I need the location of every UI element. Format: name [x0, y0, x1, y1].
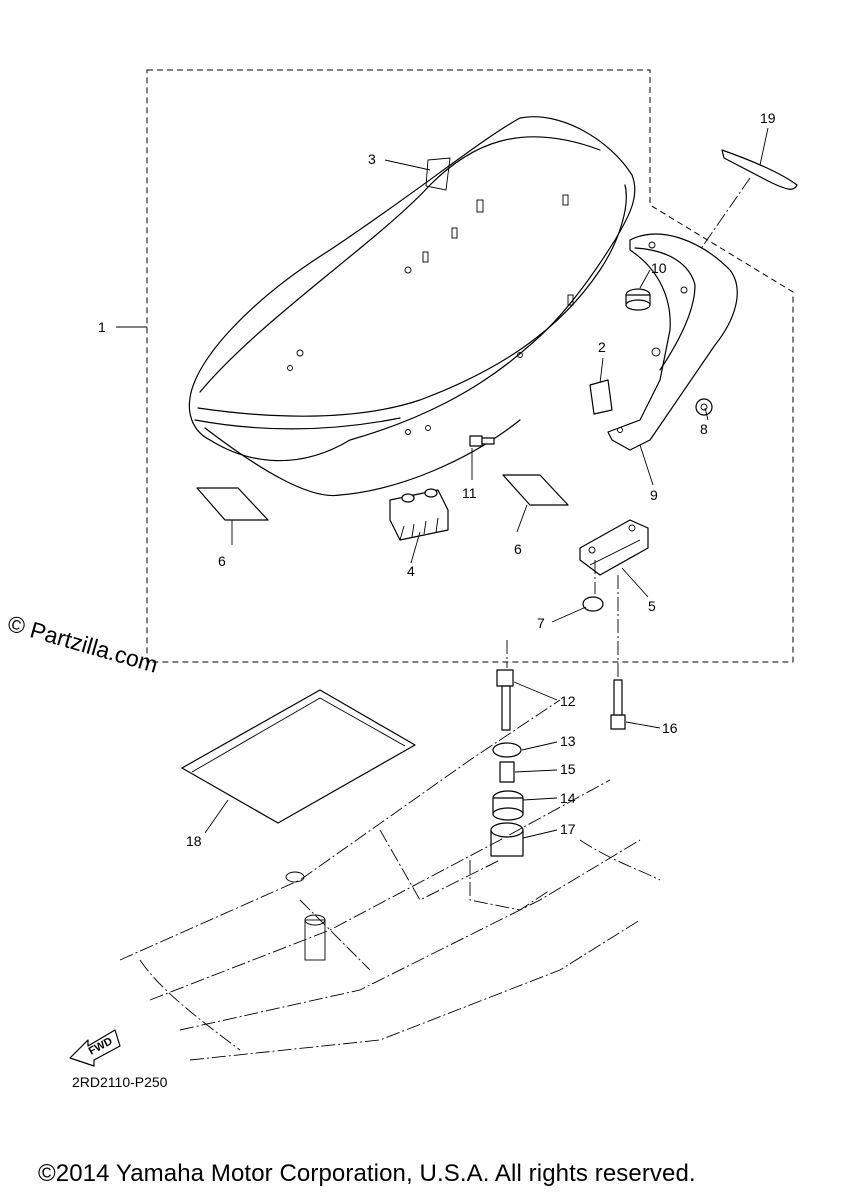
callout-5: 5	[648, 598, 656, 614]
callout-16: 16	[662, 720, 678, 736]
callout-13: 13	[560, 733, 576, 749]
part-12-bolt	[496, 669, 514, 731]
callout-10: 10	[651, 260, 667, 276]
part-8-nut	[695, 398, 713, 416]
callout-18: 18	[186, 833, 202, 849]
part-2-clip	[589, 379, 613, 415]
part-18-pad	[181, 689, 416, 824]
part-11-bolt	[469, 435, 495, 447]
callout-8: 8	[700, 421, 708, 437]
figure-code: 2RD2110-P250	[72, 1074, 168, 1090]
frame-outline	[119, 699, 661, 1061]
part-10-grommet	[625, 288, 651, 311]
callout-4: 4	[407, 563, 415, 579]
callout-11: 11	[462, 485, 477, 501]
callout-6-left: 6	[218, 553, 226, 569]
callout-6-right: 6	[514, 541, 522, 557]
callout-7: 7	[537, 615, 545, 631]
callout-1: 1	[98, 319, 106, 335]
part-14-damper	[492, 790, 524, 821]
callout-3: 3	[368, 151, 376, 167]
callout-12: 12	[560, 693, 576, 709]
seat-rear-cover	[607, 233, 738, 451]
part-6-pad-right	[502, 474, 569, 506]
part-6-pad-left	[196, 487, 269, 521]
callout-2: 2	[598, 339, 606, 355]
leader-lines	[116, 127, 769, 839]
part-13-washer	[492, 742, 522, 758]
seat-assembly	[188, 116, 636, 497]
callout-14: 14	[560, 790, 576, 806]
part-16-bolt	[610, 679, 626, 730]
part-4-damper	[389, 488, 449, 541]
part-19-plate	[721, 149, 798, 190]
part-17-damper	[490, 822, 524, 857]
copyright-notice: ©2014 Yamaha Motor Corporation, U.S.A. A…	[38, 1160, 696, 1187]
part-15-collar	[499, 761, 515, 783]
callout-15: 15	[560, 761, 576, 777]
callout-labels: 1 2 3 4 5 6 6 7 8 9 10 11 12 13 14 15 16…	[98, 110, 776, 849]
assembly-boundary	[146, 69, 794, 663]
part-7-collar	[582, 596, 604, 612]
callout-17: 17	[560, 821, 576, 837]
part-5-bracket	[579, 519, 649, 576]
callout-9: 9	[650, 487, 658, 503]
fwd-arrow-icon: FWD	[69, 1029, 121, 1067]
callout-19: 19	[760, 110, 776, 126]
